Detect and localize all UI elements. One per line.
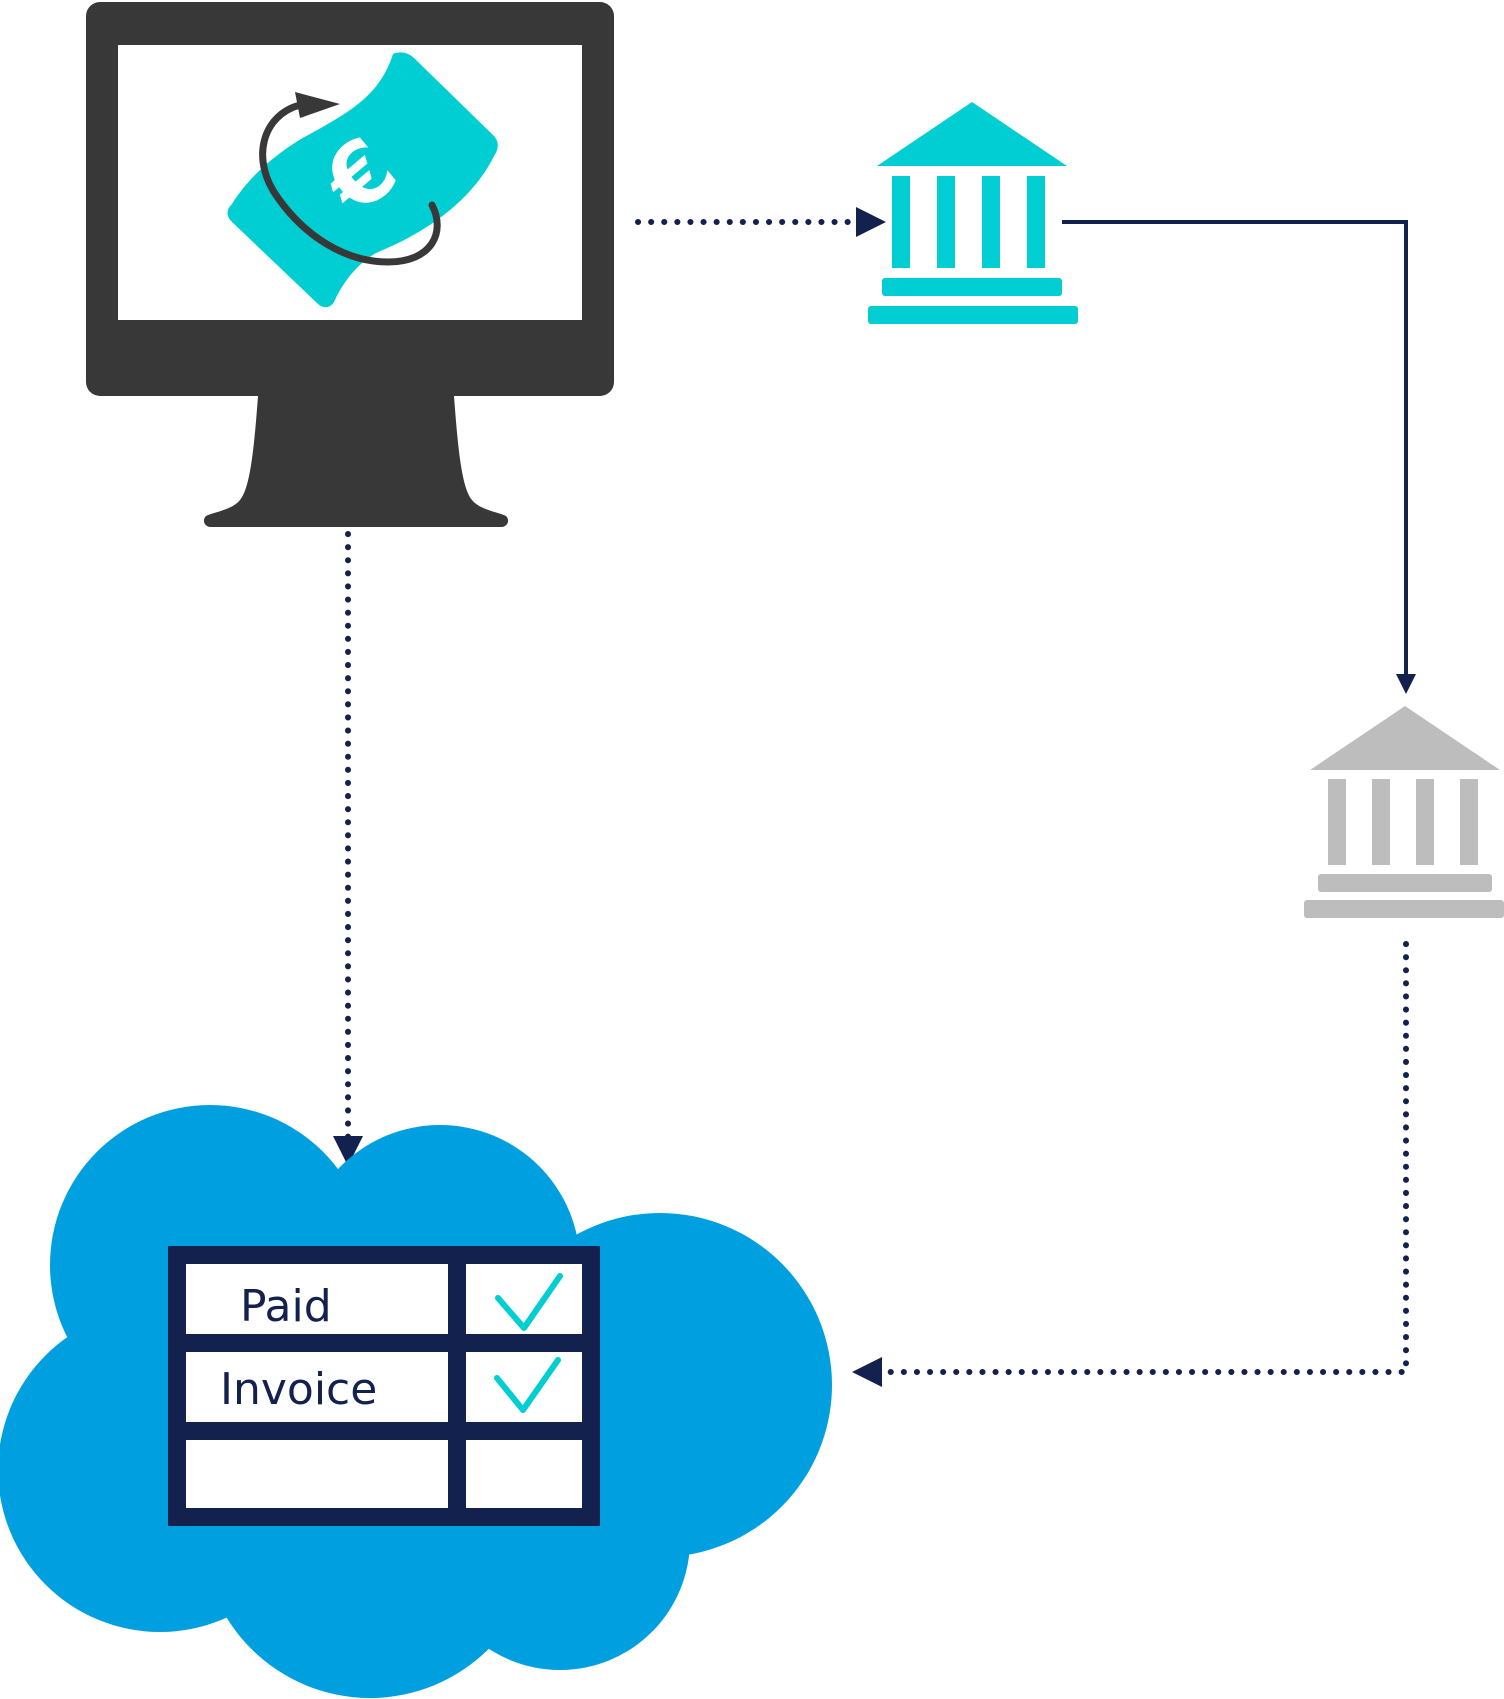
bank-column	[1416, 779, 1434, 865]
bank-step	[1318, 874, 1492, 892]
bank-column	[892, 176, 910, 268]
bank-roof	[877, 102, 1067, 166]
table-cell-label	[186, 1264, 448, 1334]
bank-column	[937, 176, 955, 268]
bank-column	[982, 176, 1000, 268]
bank-column	[1027, 176, 1045, 268]
solid-arrow-bank-to-bank	[1062, 220, 1416, 694]
bank-base	[868, 306, 1078, 324]
monitor-stand	[203, 396, 509, 527]
table-row: Invoice	[186, 1352, 582, 1422]
refresh-arrow-path	[259, 101, 441, 266]
checkmark-icon	[494, 1357, 561, 1413]
status-table: Paid Invoice	[168, 1246, 600, 1526]
bank-base	[1304, 900, 1504, 918]
bank-building-icon	[1304, 706, 1504, 918]
bank-building-icon	[868, 102, 1078, 324]
row-label: Invoice	[220, 1364, 377, 1415]
table-row: Paid	[186, 1264, 582, 1334]
checkmark-icon	[495, 1273, 563, 1331]
euro-banknote-icon: €	[227, 52, 498, 308]
dotted-arrow-bank-to-cloud	[852, 941, 1409, 1387]
bank-column	[1460, 779, 1478, 865]
refresh-arrow-head	[295, 92, 340, 118]
bank-step	[882, 278, 1062, 296]
bank-column	[1328, 779, 1346, 865]
bank-roof	[1310, 706, 1500, 770]
table-cell-check	[466, 1440, 582, 1508]
bank-column	[1372, 779, 1390, 865]
table-row	[186, 1440, 582, 1508]
table-cell-label	[186, 1352, 448, 1422]
circular-arrow-icon	[259, 92, 441, 266]
row-label: Paid	[240, 1281, 332, 1332]
banknote-shape	[227, 52, 498, 308]
table-cell-label	[186, 1440, 448, 1508]
